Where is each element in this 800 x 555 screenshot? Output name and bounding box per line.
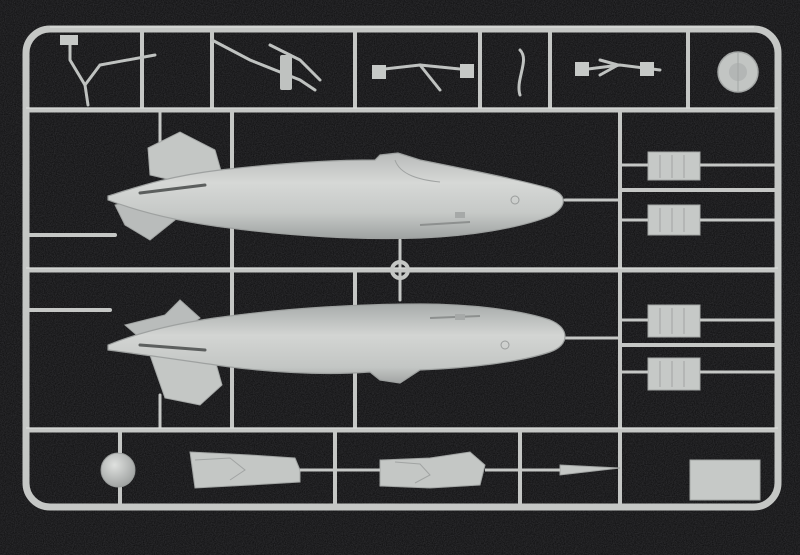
bottom-parts [100,451,761,501]
wheel-part [717,51,759,93]
right-parts [620,151,778,391]
gate-block-2 [640,62,654,76]
strut-block-2 [280,55,292,90]
center-gate-ring [390,260,410,280]
gate-block [575,62,589,76]
hub-block-2 [460,64,474,78]
small-parts-top [68,38,662,107]
sprue-highlights [26,26,778,429]
strut-block [60,35,78,45]
fuselage-half-lower [107,299,566,406]
fuselage-half-upper [107,131,564,241]
hub-block [372,65,386,79]
bottom-gates [118,430,560,472]
